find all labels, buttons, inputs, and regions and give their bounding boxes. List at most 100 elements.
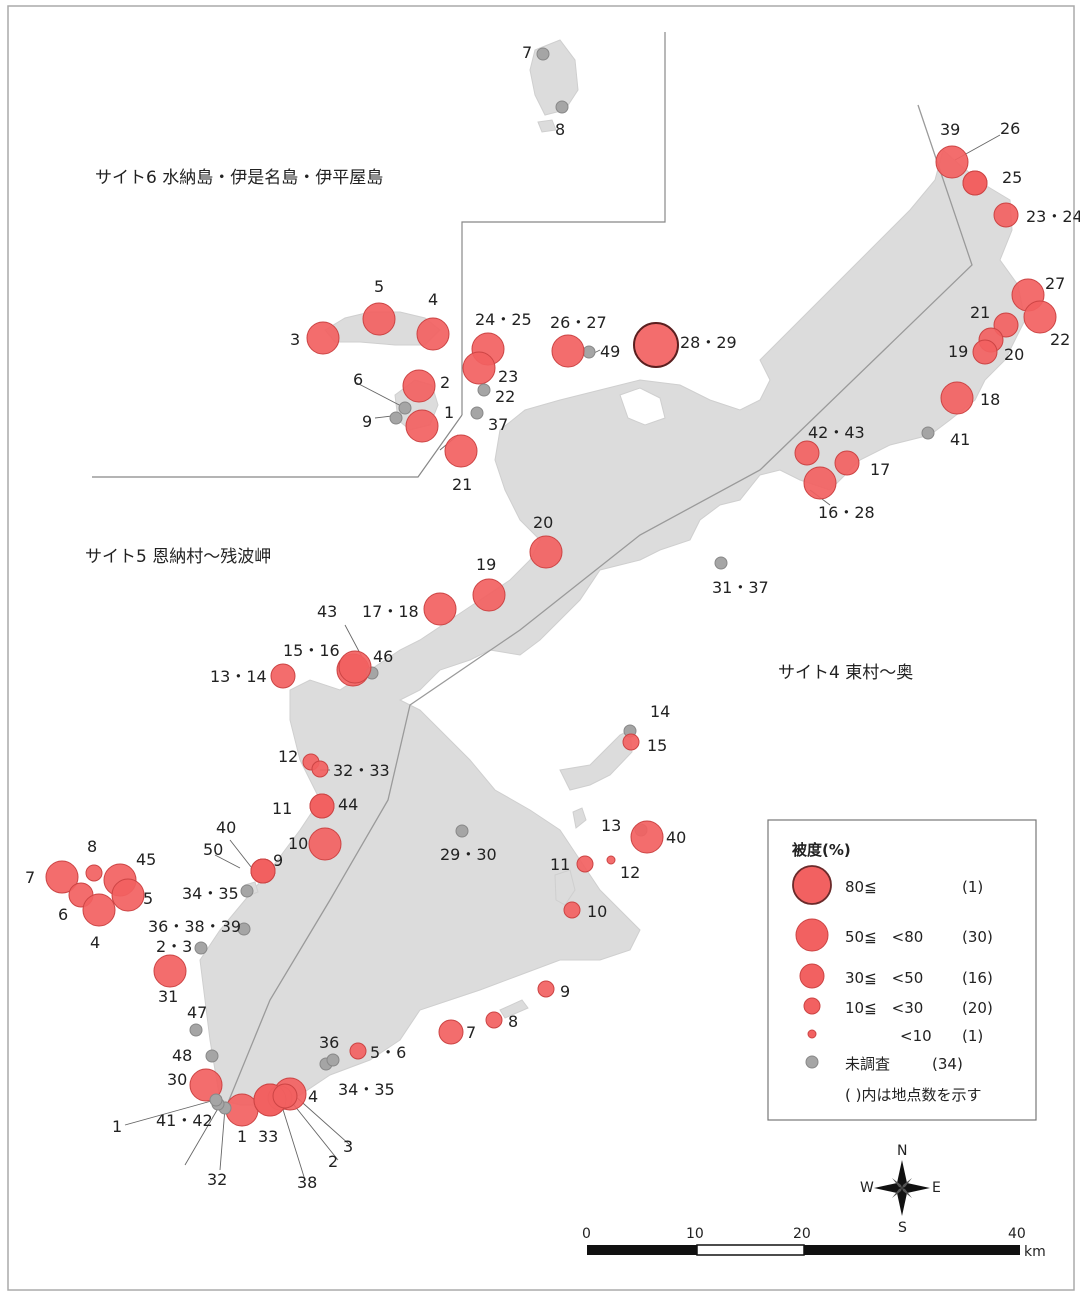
- compass-n: N: [897, 1143, 907, 1159]
- survey-point-marker: [940, 381, 974, 415]
- scale-tick-40: 40: [1008, 1226, 1026, 1242]
- survey-point-label: 1: [237, 1127, 247, 1146]
- survey-point-label: 17・18: [362, 602, 419, 621]
- survey-point-label: 23: [498, 367, 518, 386]
- survey-point-marker: [470, 406, 484, 420]
- survey-point-marker: [444, 434, 478, 468]
- survey-point-label: 14: [650, 702, 670, 721]
- survey-point-label: 27: [1045, 274, 1065, 293]
- survey-point-label: 19: [476, 555, 496, 574]
- survey-point-label: 47: [187, 1003, 207, 1022]
- survey-point-marker: [209, 1093, 223, 1107]
- survey-point-marker: [194, 941, 208, 955]
- survey-point-label: 31・37: [712, 578, 769, 597]
- survey-point-label: 41・42: [156, 1111, 213, 1130]
- tsuken-islet: [559, 729, 633, 791]
- survey-point-label: 42・43: [808, 423, 865, 442]
- survey-point-marker: [189, 1068, 223, 1102]
- survey-point-label: 1: [112, 1117, 122, 1136]
- survey-point-marker: [972, 339, 998, 365]
- survey-point-label: 26・27: [550, 313, 607, 332]
- survey-point-marker: [338, 650, 372, 684]
- legend-count-under10: (1): [962, 1027, 983, 1045]
- survey-point-marker: [270, 663, 296, 689]
- legend-symbol-50-80: [795, 918, 829, 952]
- survey-point-marker: [349, 1042, 367, 1060]
- survey-point-marker: [205, 1049, 219, 1063]
- survey-point-marker: [250, 858, 276, 884]
- survey-point-label: 4: [428, 290, 438, 309]
- islet: [537, 119, 557, 133]
- legend-count-unsurveyed: (34): [932, 1055, 963, 1073]
- survey-point-marker: [438, 1019, 464, 1045]
- scale-tick-0: 0: [582, 1226, 591, 1242]
- legend-count-10-30: (20): [962, 999, 993, 1017]
- scale-segment: [696, 1244, 805, 1256]
- survey-point-label: 12: [620, 863, 640, 882]
- survey-point-marker: [153, 954, 187, 988]
- survey-point-label: 22: [1050, 330, 1070, 349]
- survey-point-label: 5: [143, 889, 153, 908]
- survey-point-marker: [405, 409, 439, 443]
- islet: [554, 869, 576, 906]
- survey-point-marker: [311, 760, 329, 778]
- survey-point-marker: [237, 922, 251, 936]
- legend-count-80plus: (1): [962, 878, 983, 896]
- scale-tick-20: 20: [793, 1226, 811, 1242]
- survey-point-label: 15: [647, 736, 667, 755]
- survey-point-label: 2: [440, 373, 450, 392]
- survey-point-label: 11: [272, 799, 292, 818]
- survey-point-marker: [714, 556, 728, 570]
- survey-point-marker: [536, 47, 550, 61]
- survey-point-label: 41: [950, 430, 970, 449]
- survey-point-label: 3: [290, 330, 300, 349]
- survey-point-marker: [633, 322, 679, 368]
- site-boundary-line: [92, 414, 463, 478]
- survey-point-marker: [45, 860, 79, 894]
- compass-rose-icon: N S E W: [860, 1143, 941, 1236]
- compass-w: W: [860, 1180, 874, 1196]
- islet: [572, 807, 587, 829]
- survey-point-marker: [362, 302, 396, 336]
- survey-point-label: 9: [362, 412, 372, 431]
- survey-point-marker: [606, 855, 616, 865]
- legend-count-30-50: (16): [962, 969, 993, 987]
- survey-point-label: 8: [87, 837, 97, 856]
- survey-point-marker: [423, 592, 457, 626]
- survey-point-marker: [529, 535, 563, 569]
- site4-label: サイト4 東村～奥: [778, 663, 913, 683]
- survey-point-marker: [1023, 300, 1057, 334]
- survey-point-marker: [398, 401, 412, 415]
- survey-point-marker: [111, 878, 145, 912]
- survey-point-label: 7: [466, 1023, 476, 1042]
- survey-point-marker: [240, 884, 254, 898]
- survey-point-marker: [416, 317, 450, 351]
- survey-point-label: 46: [373, 647, 393, 666]
- legend-symbol-unsurveyed: [805, 1055, 819, 1069]
- survey-point-label: 7: [25, 868, 35, 887]
- survey-point-marker: [306, 321, 340, 355]
- legend-title: 被度(%): [792, 841, 851, 859]
- survey-point-label: 32: [207, 1170, 227, 1189]
- survey-point-marker: [576, 855, 594, 873]
- scale-segment: [587, 1245, 697, 1255]
- survey-point-marker: [82, 893, 116, 927]
- survey-point-marker: [402, 369, 436, 403]
- survey-point-label: 48: [172, 1046, 192, 1065]
- survey-point-label: 9: [273, 851, 283, 870]
- compass-s: S: [898, 1220, 907, 1236]
- islet: [499, 999, 529, 1019]
- inner-bay: [619, 387, 666, 426]
- survey-point-label: 49: [600, 342, 620, 361]
- legend-symbol-10-30: [803, 997, 821, 1015]
- survey-point-label: 38: [297, 1173, 317, 1192]
- survey-point-marker: [189, 1023, 203, 1037]
- survey-point-label: 2: [328, 1152, 338, 1171]
- survey-point-label: 13: [601, 816, 621, 835]
- survey-point-label: 5: [374, 277, 384, 296]
- survey-point-label: 34・35: [182, 884, 239, 903]
- survey-point-label: 19: [948, 342, 968, 361]
- scale-bar: 0 10 20 40 km: [582, 1226, 1046, 1260]
- survey-point-label: 16・28: [818, 503, 875, 522]
